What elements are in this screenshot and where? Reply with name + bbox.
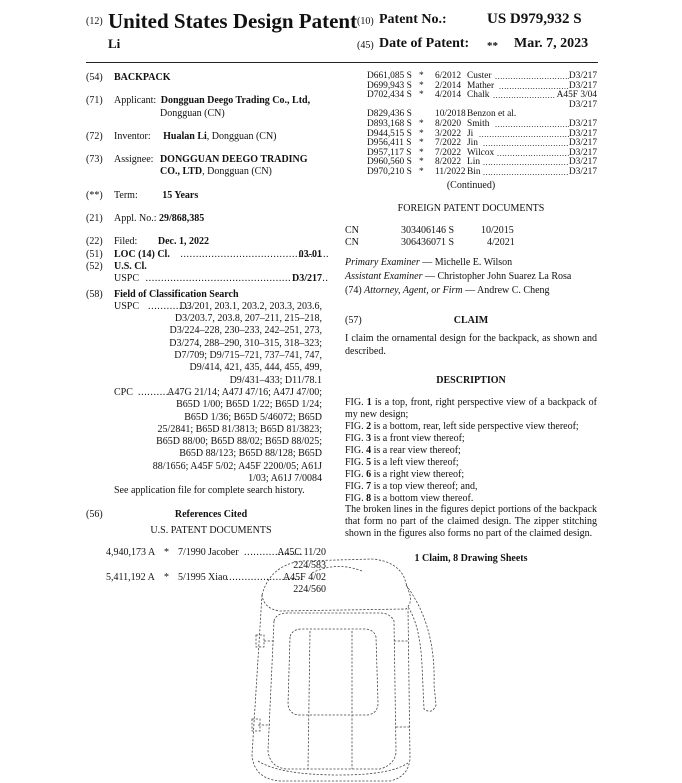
header-rule <box>86 62 598 63</box>
pocket-strap-left <box>307 630 311 770</box>
left-column: (54) BACKPACK (71) Applicant: Dongguan D… <box>86 72 336 596</box>
backpack-top <box>261 558 411 612</box>
inventor-name: Hualan Li <box>163 130 207 142</box>
continued-note: (Continued) <box>446 179 496 191</box>
list-item: D957,117 S * 7/2022 Wilcox .............… <box>367 147 597 159</box>
patent-number-label: Patent No.: <box>379 12 447 27</box>
list-item: D944,515 S * 3/2022 Ji .................… <box>367 128 597 140</box>
list-item: D960,560 S * 8/2022 Lin ................… <box>367 157 597 168</box>
application-number-section: (21) Appl. No.: 29/868,385 <box>86 213 205 225</box>
backpack-handle <box>311 566 363 574</box>
code-10: (10) <box>357 16 374 27</box>
patent-header: (12) United States Design Patent Li (10)… <box>0 0 682 62</box>
list-item: D3/217 <box>568 99 597 110</box>
assignee-name: DONGGUAN DEEGO TRADING <box>159 154 308 166</box>
list-item: D661,085 S * 6/2012 Custer .............… <box>367 71 597 82</box>
claim-section: (57) CLAIM <box>345 315 597 327</box>
shoulder-strap <box>405 584 437 712</box>
backpack-front-panel <box>267 612 397 770</box>
description-heading: DESCRIPTION <box>436 375 506 387</box>
figure-descriptions: FIG. 1 is a top, front, right perspectiv… <box>345 397 597 540</box>
list-item: FIG. 1 is a top, front, right perspectiv… <box>345 397 597 421</box>
filed-section: (22) Filed: Dec. 1, 2022 <box>86 236 209 248</box>
invention-title: BACKPACK <box>114 72 171 83</box>
us-cl-section: (52) U.S. Cl. USPC .....................… <box>86 260 329 286</box>
foreign-references-list: CN 303406146 S 10/2015 CN 306436071 S 4/… <box>345 225 597 249</box>
code-45: (45) <box>357 40 374 51</box>
loc-section: (51) LOC (14) Cl. ......................… <box>86 248 330 260</box>
us-references-list: 4,940,173 A * 7/1990 Jacober ...........… <box>86 547 336 596</box>
field-of-search-section: (58) Field of Classification Search USPC… <box>86 289 336 498</box>
us-patent-docs-heading: U.S. PATENT DOCUMENTS <box>150 524 272 536</box>
search-history-note: See application file for complete search… <box>114 485 305 497</box>
backpack-front <box>251 594 411 782</box>
code-12: (12) <box>86 16 103 27</box>
uspc-class: D3/217 <box>290 273 322 286</box>
date-of-patent: Mar. 7, 2023 <box>514 36 589 51</box>
list-item: D699,943 S * 2/2014 Mather .............… <box>367 80 597 92</box>
references-cited-section: (56) References Cited <box>86 508 248 520</box>
claim-heading: CLAIM <box>453 315 489 327</box>
patent-type-title: United States Design Patent <box>108 9 358 33</box>
term-value: 15 Years <box>162 189 199 201</box>
inventor-surname: Li <box>108 36 121 51</box>
backpack-base <box>257 760 409 776</box>
list-item: FIG. 4 is a rear view thereof; <box>345 444 461 456</box>
term-section: (**) Term: 15 Years <box>86 189 199 201</box>
list-item: D956,411 S * 7/2022 Jin ................… <box>367 138 597 149</box>
backpack-pocket <box>287 628 379 716</box>
backpack-drawing <box>251 558 437 782</box>
list-item: FIG. 2 is a bottom, rear, left side pers… <box>345 421 579 433</box>
list-item: D829,436 S 10/2018 Benzon et al. <box>367 109 517 120</box>
date-star: ** <box>487 40 498 52</box>
applicant-name: Dongguan Deego Trading Co., Ltd, <box>160 95 311 107</box>
list-item: FIG. 8 is a bottom view thereof. <box>345 492 474 504</box>
compression-strap-bottom <box>258 724 410 728</box>
field-uspc-list: D3/201, 203.1, 203.2, 203.3, 203.6, D3/2… <box>169 300 322 386</box>
list-item: FIG. 6 is a right view thereof; <box>345 468 465 480</box>
assignee-section: (73) Assignee: DONGGUAN DEEGO TRADING CO… <box>86 154 308 178</box>
field-cpc-list: A47G 21/14; A47J 47/16; A47J 47/00; B65D… <box>152 386 322 485</box>
right-column: D661,085 S * 6/2012 Custer .............… <box>345 71 597 565</box>
date-of-patent-label: Date of Patent: <box>379 36 470 51</box>
list-item: FIG. 7 is a top view thereof; and, <box>345 480 478 492</box>
application-number: 29/868,385 <box>159 213 205 225</box>
list-item: 4,940,173 A * 7/1990 Jacober ...........… <box>106 547 326 571</box>
list-item: D702,434 S * 4/2014 Chalk ..............… <box>367 90 597 101</box>
examiners: Primary Examiner — Michelle E. Wilson As… <box>345 256 597 298</box>
side-buckle-left-top <box>255 634 265 648</box>
list-item: D893,168 S * 8/2020 Smith ..............… <box>367 118 597 130</box>
side-buckle-left-bottom <box>251 718 261 732</box>
filing-date: Dec. 1, 2022 <box>157 236 209 248</box>
list-item: FIG. 5 is a left view thereof; <box>345 456 459 468</box>
inventor-section: (72) Inventor: Hualan Li, Dongguan (CN) <box>86 130 277 142</box>
foreign-docs-heading: FOREIGN PATENT DOCUMENTS <box>397 202 545 214</box>
claim-count: 1 Claim, 8 Drawing Sheets <box>414 553 528 565</box>
list-item: D970,210 S * 11/2022 Bin ...............… <box>367 166 597 178</box>
list-item: 5,411,192 A * 5/1995 Xiao ..............… <box>106 571 326 596</box>
broken-lines-note: The broken lines in the figures depict p… <box>345 504 597 540</box>
list-item: CN 303406146 S 10/2015 <box>345 225 514 237</box>
list-item: CN 306436071 S 4/2021 <box>345 237 515 249</box>
attorney: (74) Attorney, Agent, or Firm — Andrew C… <box>345 285 550 297</box>
loc-class: 03-01 <box>298 248 322 260</box>
claim-text: I claim the ornamental design for the ba… <box>345 333 597 357</box>
title-section: (54) BACKPACK <box>86 72 336 84</box>
patent-number: US D979,932 S <box>487 11 582 27</box>
us-references-continued: D661,085 S * 6/2012 Custer .............… <box>345 71 597 178</box>
assistant-examiner: Assistant Examiner — Christopher John Su… <box>345 271 572 283</box>
primary-examiner: Primary Examiner — Michelle E. Wilson <box>345 257 513 269</box>
list-item: FIG. 3 is a front view thereof; <box>345 433 465 445</box>
applicant-section: (71) Applicant: Dongguan Deego Trading C… <box>86 95 311 119</box>
